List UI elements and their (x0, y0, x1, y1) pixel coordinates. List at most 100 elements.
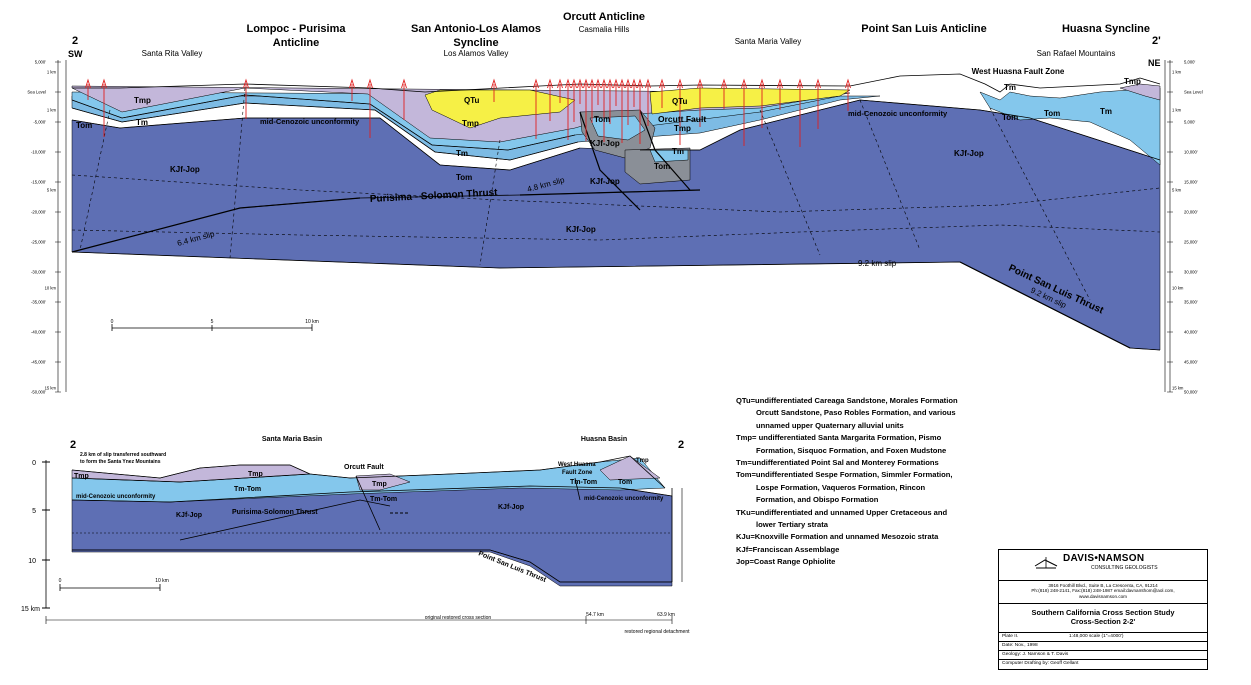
well-derrick-icon (101, 78, 107, 89)
depth-ft-label: 15,000' (1184, 180, 1198, 185)
depth-ft-label: 45,000' (1184, 360, 1198, 365)
section-end-left: 2 (72, 35, 78, 47)
well-derrick-icon (533, 78, 539, 89)
well-derrick-icon (557, 78, 563, 89)
legend-line: Formation, Sisquoc Formation, and Foxen … (756, 445, 947, 455)
legend-line: Tm=undifferentiated Point Sal and Monter… (736, 458, 939, 468)
unit-label-tmp-4: Tmp (1124, 77, 1141, 86)
unit-label-tmp-2: Tmp (462, 119, 479, 128)
restored-unconformity-1: mid-Cenozoic unconformity (76, 494, 156, 500)
unconformity-label-2: mid-Cenozoic unconformity (848, 109, 948, 118)
legend-line: lower Tertiary strata (756, 520, 829, 530)
restored-section (71, 455, 683, 587)
restored-tmtom-label-1: Tm-Tom (234, 486, 261, 493)
well-markers (85, 78, 851, 147)
date-row: Date: Nov., 1998 (999, 642, 1207, 651)
bar-label-63: 63.9 km (657, 612, 675, 618)
restored-kjf-label-1: KJf-Jop (176, 512, 202, 519)
legend-line: QTu=undifferentiated Careaga Sandstone, … (736, 396, 958, 405)
depth-ft-label: -10,000' (31, 150, 46, 155)
restored-tmp-label-1: Tmp (74, 473, 89, 480)
depth-ft-label: 5,000' (1184, 120, 1195, 125)
place-santa-rita: Santa Rita Valley (142, 49, 203, 58)
legend-line: Tom=undifferentiated Sespe Formation, Si… (736, 470, 953, 480)
depth-km-label: 1 km (1172, 108, 1182, 113)
unit-label-tom-4: Tom (654, 162, 670, 171)
depth-ft-label: -15,000' (31, 180, 46, 185)
well-derrick-icon (845, 78, 851, 89)
legend-line: Tmp= undifferentiated Santa Margarita Fo… (736, 433, 942, 443)
place-casmalia: Casmalia Hills (579, 25, 630, 34)
restored-note-1: 2.8 km of slip transferred southward (80, 452, 166, 458)
restored-tmp-label-3: Tmp (372, 481, 387, 488)
depth-ft-label: 20,000' (1184, 210, 1198, 215)
restored-scale-0: 0 (59, 578, 62, 584)
place-west-huasna-fault: West Huasna Fault Zone (972, 67, 1065, 76)
well-derrick-icon (815, 78, 821, 89)
cross-section-title: Cross-Section 2-2' (1070, 617, 1136, 626)
left-depth-scale: 5,000'Sea Level-5,000'-10,000'-15,000'-2… (27, 60, 61, 395)
well-derrick-icon (625, 78, 631, 89)
unit-label-tm-1: Tm (136, 118, 148, 127)
structure-san-antonio-syncline: Syncline (453, 37, 498, 49)
structure-lompoc-anticline: Anticline (273, 37, 319, 49)
unit-label-tm-4: Tm (1004, 83, 1016, 92)
bar-label-detachment: restored regional detachment (624, 629, 690, 635)
restored-end-left: 2 (70, 439, 76, 451)
well-derrick-icon (631, 78, 637, 89)
well-derrick-icon (613, 78, 619, 89)
scale-5: 5 (211, 319, 214, 325)
map-scale: 1:48,000 scale (1"=4000') (1069, 634, 1124, 639)
dashed-structure-lines (71, 87, 1161, 301)
right-depth-scale: 5,000'Sea Level5,000'10,000'15,000'20,00… (1167, 60, 1203, 395)
restored-tmp-label-2: Tmp (248, 471, 263, 478)
well-derrick-icon (677, 78, 683, 89)
depth-km-label: 15 km (45, 386, 57, 391)
depth-ft-label: 10,000' (1184, 150, 1198, 155)
drafting-credit: Computer Drafting by: Geoff Gellant (1002, 661, 1079, 666)
well-derrick-icon (565, 78, 571, 89)
unit-label-tmp-3: Tmp (674, 124, 691, 133)
well-derrick-icon (367, 78, 373, 89)
unit-label-kjf-2: KJf-Jop (590, 139, 620, 148)
well-derrick-icon (571, 78, 577, 89)
depth-ft-label: 5,000' (35, 60, 46, 65)
title-block: DAVIS•NAMSON CONSULTING GEOLOGISTS 3916 … (998, 549, 1208, 670)
restored-tmtom-label-2: Tm-Tom (370, 496, 397, 503)
place-los-alamos: Los Alamos Valley (444, 49, 509, 58)
well-derrick-icon (741, 78, 747, 89)
restored-whf-1: West Huasna (558, 462, 596, 468)
restored-note-2: to form the Santa Ynez Mountains (80, 459, 161, 465)
restored-lines (71, 455, 673, 583)
restored-orcutt-label: Orcutt Fault (344, 464, 384, 471)
well-derrick-icon (85, 78, 91, 89)
unit-label-kjf-3: KJf-Jop (590, 177, 620, 186)
structure-orcutt: Orcutt Anticline (563, 11, 645, 23)
well-derrick-icon (243, 78, 249, 89)
depth-km-label: 1 km (47, 70, 57, 75)
restored-depth-0: 0 (32, 460, 36, 467)
well-derrick-icon (583, 78, 589, 89)
restored-unconformity-2: mid-Cenozoic unconformity (584, 496, 664, 502)
depth-ft-label: -20,000' (31, 210, 46, 215)
main-scale-bar: 0 5 10 km (111, 319, 319, 331)
legend: QTu=undifferentiated Careaga Sandstone, … (736, 395, 986, 569)
bar-label-54: 54.7 km (586, 612, 604, 618)
depth-km-label: 10 km (45, 286, 57, 291)
firm-website: www.davisnamson.com (1079, 593, 1127, 599)
firm-name: DAVIS•NAMSON (1063, 553, 1145, 564)
well-derrick-icon (637, 78, 643, 89)
basin-huasna: Huasna Basin (581, 436, 627, 443)
unit-label-kjf-4: KJf-Jop (954, 149, 984, 158)
depth-ft-label: -35,000' (31, 300, 46, 305)
restored-scale-bar: 0 10 km (59, 578, 169, 591)
depth-km-label: 1 km (1172, 70, 1182, 75)
structure-lompoc: Lompoc - Purisima (246, 23, 346, 35)
restored-depth-ticks (42, 461, 50, 609)
legend-line: KJf=Franciscan Assemblage (736, 544, 840, 554)
well-derrick-icon (645, 78, 651, 89)
unit-label-kjf-5: KJf-Jop (566, 225, 596, 234)
unit-label-qtu-2: QTu (672, 97, 688, 106)
davis-namson-logo-icon (1034, 557, 1058, 569)
thrust-faults (71, 109, 1131, 349)
